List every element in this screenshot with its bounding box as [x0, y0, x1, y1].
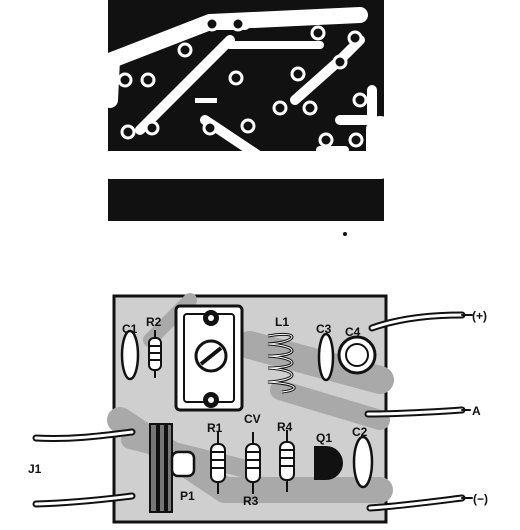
r1-resistor [210, 432, 226, 494]
label-r2: R2 [146, 315, 162, 329]
component-layout: C1 R2 L1 C3 C4 R1 CV R4 Q1 C2 P1 R3 J1 (… [28, 293, 488, 524]
label-r4: R4 [277, 420, 293, 434]
r2-resistor [148, 330, 162, 378]
stray-mark [343, 232, 347, 236]
label-q1: Q1 [316, 431, 332, 445]
p1-knob [170, 450, 196, 478]
label-l1: L1 [275, 315, 289, 329]
label-c2: C2 [352, 425, 368, 439]
external-wires [32, 311, 473, 512]
label-a-terminal: A [472, 404, 481, 418]
label-c3: C3 [316, 322, 332, 336]
label-minus-terminal: (−) [473, 492, 488, 506]
l1-coil [267, 332, 296, 394]
p1-potentiometer [149, 423, 196, 513]
c3-capacitor [317, 332, 335, 382]
pcb-etched-slot [195, 98, 217, 103]
r4-resistor [279, 430, 295, 492]
label-c1: C1 [122, 322, 138, 336]
label-j1: J1 [28, 462, 42, 476]
pcb-foil-board [108, 0, 384, 221]
c4-capacitor [337, 335, 377, 375]
trimmer-component [174, 304, 244, 412]
label-r3: R3 [243, 494, 259, 508]
component-labels: C1 R2 L1 C3 C4 R1 CV R4 Q1 C2 P1 R3 J1 (… [28, 309, 488, 508]
pcb-solder-pads [117, 16, 368, 148]
c2-capacitor [352, 435, 374, 489]
label-c4: C4 [345, 325, 361, 339]
r3-resistor [245, 432, 261, 494]
pcb-foil-pattern [96, 0, 394, 221]
label-p1: P1 [180, 489, 195, 503]
label-cv: CV [244, 412, 261, 426]
label-plus-terminal: (+) [472, 309, 487, 323]
c1-capacitor [120, 329, 140, 381]
label-r1: R1 [207, 421, 223, 435]
q1-transistor [314, 446, 343, 480]
